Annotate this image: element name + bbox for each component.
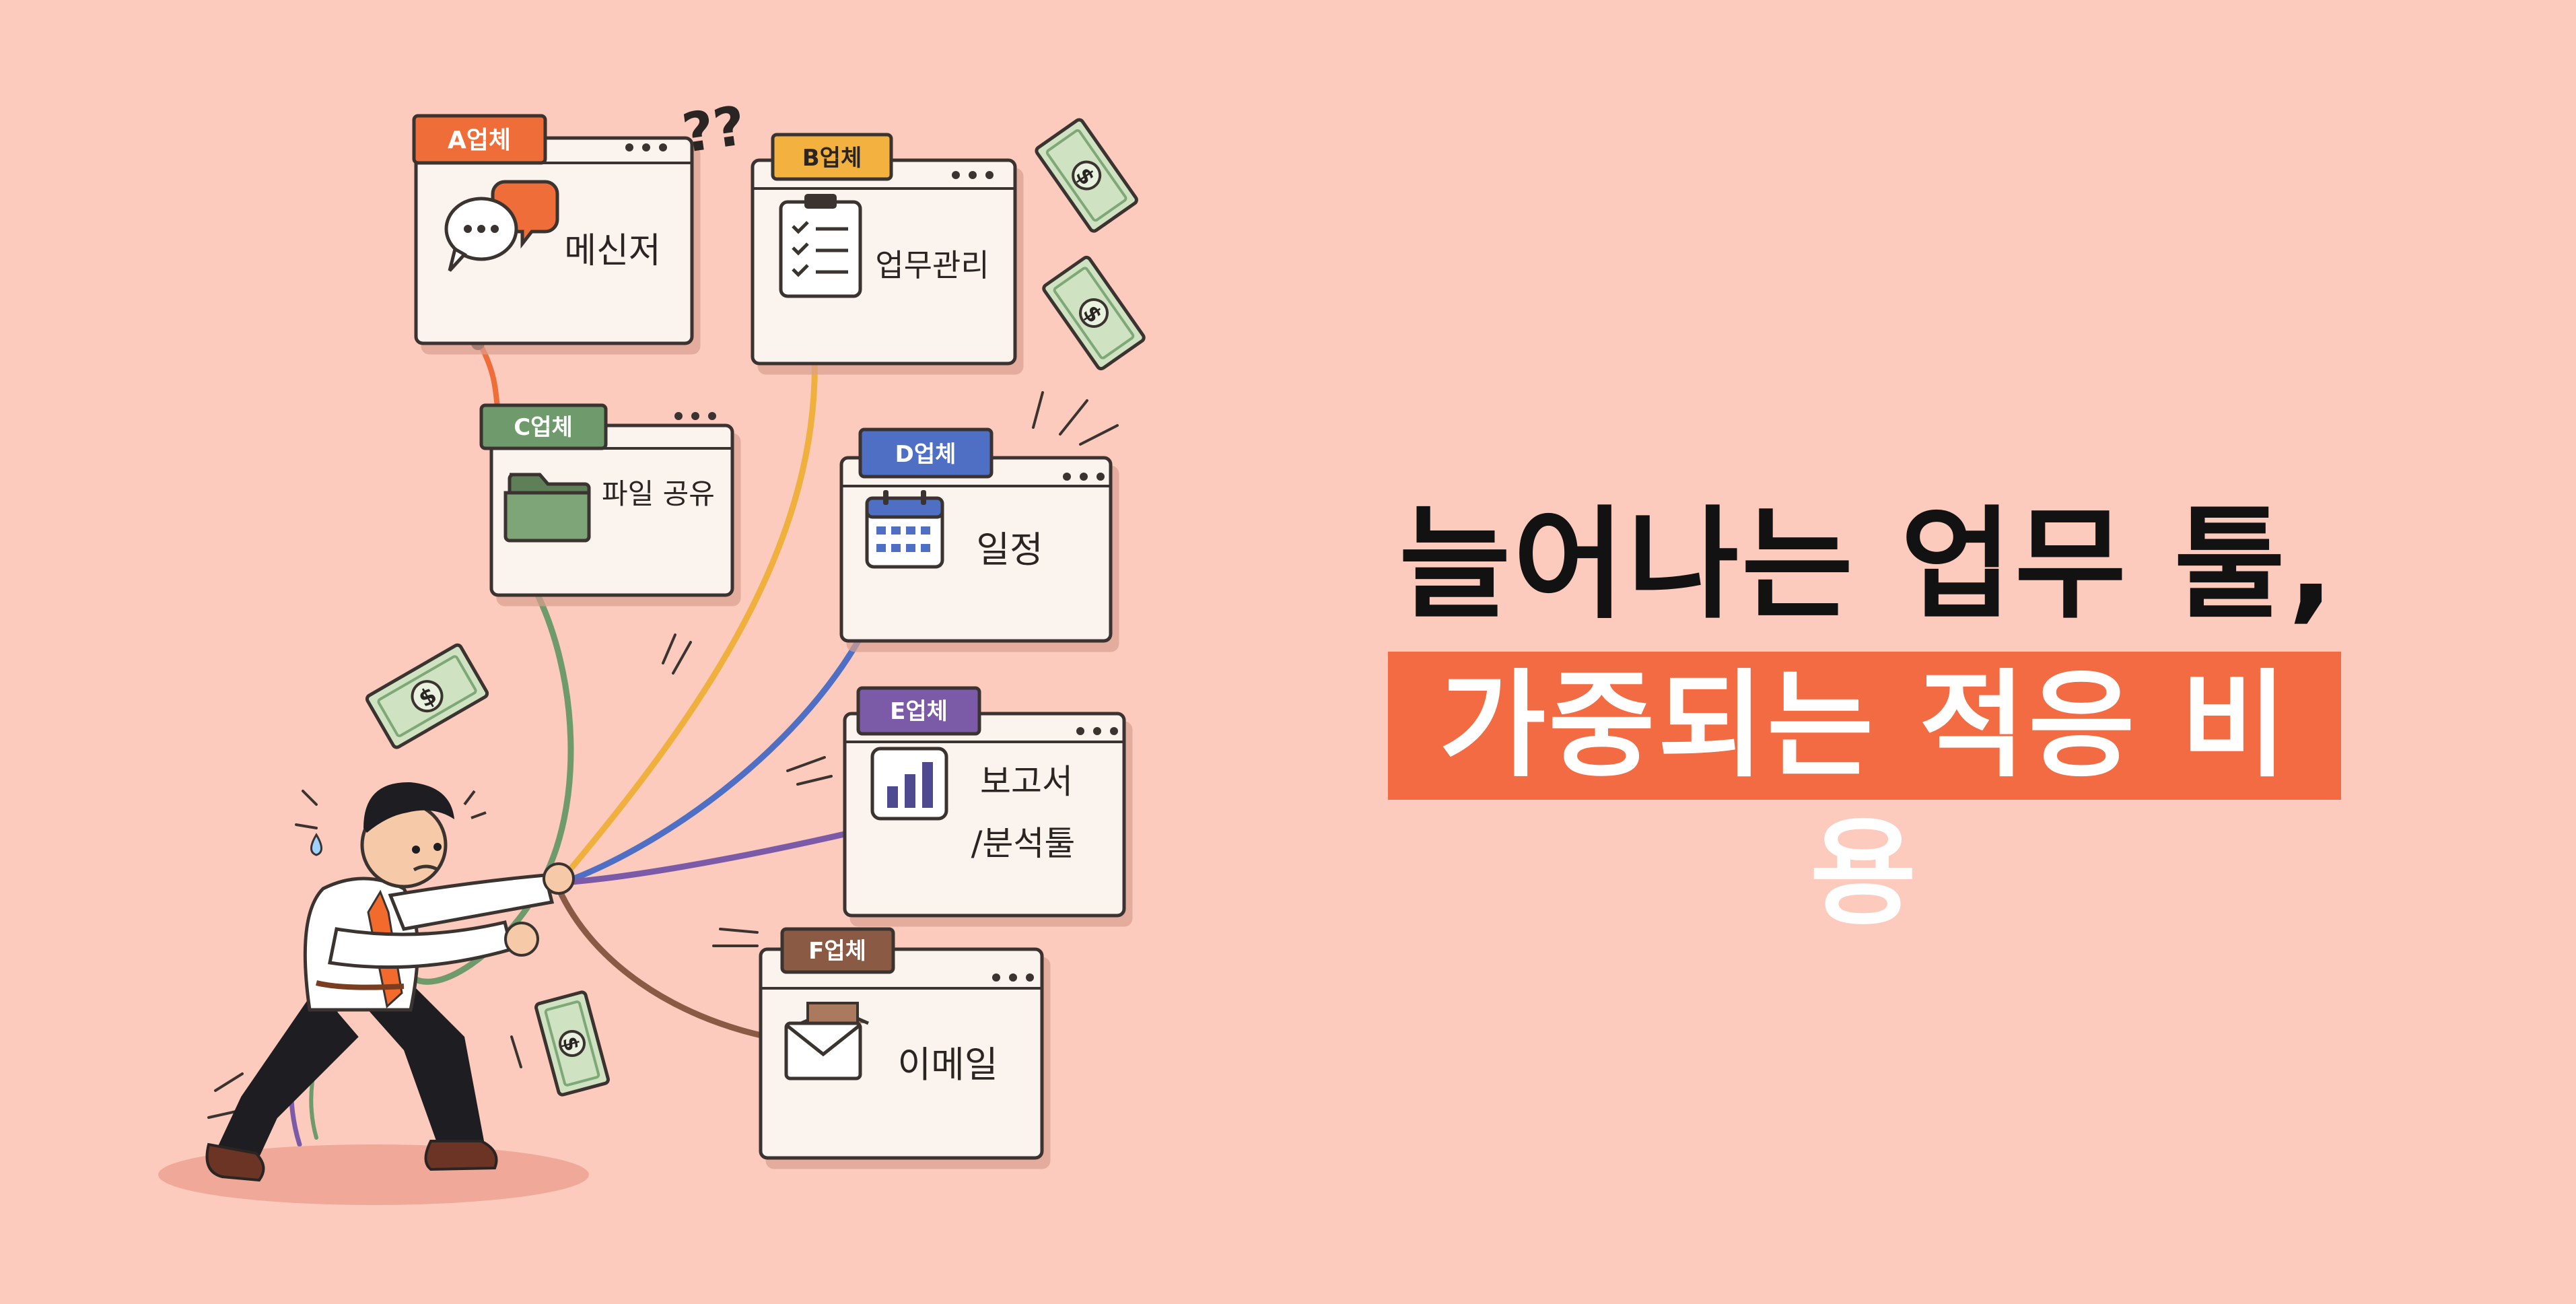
window-c-label: 파일 공유: [602, 477, 715, 510]
window-d-schedule: D업체 일정: [839, 427, 1113, 643]
clipboard-checklist-icon: [779, 194, 862, 298]
window-f-email: F업체 이메일: [759, 927, 1044, 1160]
headline-line1: 늘어나는 업무 툴,: [1399, 495, 2337, 636]
rope-a: [475, 337, 501, 413]
headline-highlight-box: 가중되는 적응 비용: [1388, 652, 2341, 941]
window-d-label: 일정: [976, 528, 1043, 571]
window-a-label: 메신저: [564, 231, 661, 271]
window-a-messenger: A업체 메신저: [412, 114, 694, 345]
calendar-icon: [865, 490, 944, 569]
rope-e: [569, 829, 857, 885]
chat-bubbles-icon: [444, 180, 559, 272]
window-e-label-line2: /분석툴: [971, 824, 1076, 863]
window-b-task-management: B업체 업무관리: [751, 133, 1017, 366]
bar-chart-icon: [870, 747, 948, 821]
headline-line2: 가중되는 적응 비용: [1439, 658, 2290, 941]
window-e-label-line1: 보고서: [980, 762, 1073, 801]
window-f-vendor: F업체: [808, 938, 866, 965]
dollar-bill-icon: $: [1035, 118, 1138, 233]
folder-icon: [503, 473, 591, 543]
window-a-vendor: A업체: [448, 127, 511, 154]
window-b-vendor: B업체: [802, 145, 862, 172]
headline: 늘어나는 업무 툴,: [1387, 498, 2349, 633]
dollar-bill-icon: $: [365, 643, 489, 749]
window-controls: [625, 143, 667, 151]
window-e-vendor: E업체: [890, 698, 948, 725]
window-f-label: 이메일: [897, 1043, 998, 1086]
rope-f: [555, 885, 771, 1040]
question-marks: ??: [678, 94, 749, 165]
rope-b: [562, 347, 818, 879]
window-c-file-sharing: C업체 파일 공유: [479, 403, 734, 597]
envelope-icon: [784, 1002, 870, 1080]
dollar-bill-icon: $: [1042, 255, 1146, 371]
window-e-report-analysis: E업체 보고서 /분석툴: [843, 686, 1126, 918]
dollar-bill-icon: $: [534, 990, 610, 1097]
window-d-vendor: D업체: [895, 441, 956, 468]
motion-lines: [207, 391, 1119, 1119]
rope-d: [562, 619, 872, 885]
stressed-businessman: [158, 782, 589, 1205]
window-c-vendor: C업체: [514, 414, 573, 441]
window-b-label: 업무관리: [875, 247, 989, 283]
